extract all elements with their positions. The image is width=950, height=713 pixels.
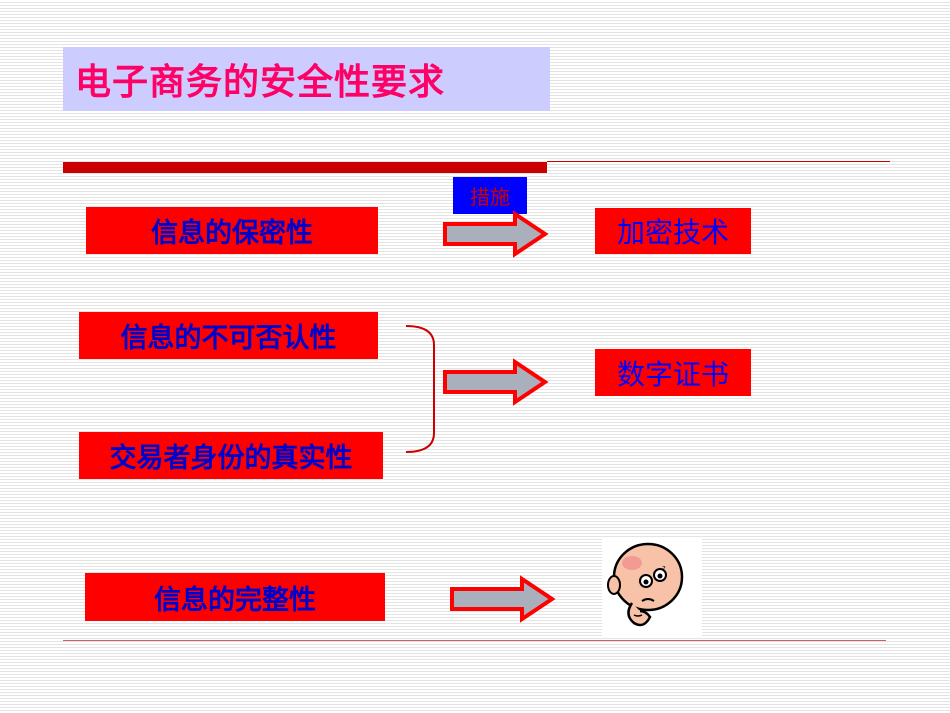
title-divider-thin [547,161,890,162]
grouping-brace-icon [405,325,435,453]
result-box-digital-certificate: 数字证书 [595,349,751,396]
requirement-box-confidentiality: 信息的保密性 [86,207,378,254]
requirement-label: 信息的不可否认性 [120,323,337,354]
requirement-label: 信息的完整性 [154,584,316,616]
result-label: 加密技术 [616,216,729,249]
requirement-box-integrity: 信息的完整性 [85,573,385,621]
right-arrow-icon [443,358,549,406]
measure-tag: 措施 [453,177,527,214]
requirement-box-authenticity: 交易者身份的真实性 [79,432,383,479]
requirement-label: 交易者身份的真实性 [109,443,353,474]
slide-title-box: 电子商务的安全性要求 [63,47,550,111]
result-label: 数字证书 [616,357,729,391]
requirement-box-non-repudiation: 信息的不可否认性 [79,312,378,359]
title-divider-thick [63,162,547,173]
result-box-encryption: 加密技术 [595,208,751,254]
requirement-label: 信息的保密性 [151,218,313,249]
right-arrow-icon [443,210,549,258]
footer-divider [63,640,886,641]
svg-text:?: ? [662,565,666,573]
right-arrow-icon [450,575,556,623]
slide-title: 电子商务的安全性要求 [75,62,446,103]
thinking-face-icon: ? [602,537,702,637]
